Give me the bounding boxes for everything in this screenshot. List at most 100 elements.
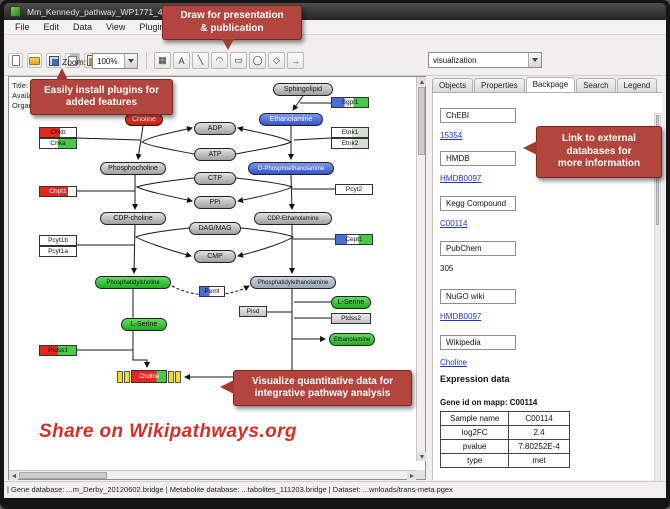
menu-edit[interactable]: Edit xyxy=(43,22,60,32)
scroll-down-button[interactable] xyxy=(417,452,426,461)
wikipedia-value-link[interactable]: Choline xyxy=(440,358,468,367)
tab-objects[interactable]: Objects xyxy=(432,78,474,92)
node-phosphatidylcholine[interactable]: Phosphatidylcholine xyxy=(95,276,171,289)
node-phosphocholine[interactable]: Phosphocholine xyxy=(100,162,166,175)
node-phosphatidylethanolamine[interactable]: Phosphatidylethanolamine xyxy=(250,276,336,289)
node-cept1[interactable]: Cept1 xyxy=(335,234,373,245)
node-pcyt1a[interactable]: Pcyt1a xyxy=(39,246,77,257)
node-choline-data[interactable]: Choline xyxy=(117,370,181,383)
node-ethanolamine-bottom[interactable]: Ethanolamine xyxy=(329,333,375,346)
callout-plugins-pointer-icon xyxy=(56,68,68,80)
gene-id-line: Gene id on mapp: C00114 xyxy=(440,398,538,407)
node-chpt1[interactable]: Chpt1 xyxy=(39,186,77,197)
canvas-vertical-scrollbar[interactable] xyxy=(416,77,426,461)
table-cell: pvalue xyxy=(439,439,510,454)
horizontal-scroll-thumb[interactable] xyxy=(19,472,107,479)
table-row: log2FC 2.4 xyxy=(439,425,570,440)
chebi-value-link[interactable]: 15354 xyxy=(440,131,463,140)
node-ethanolamine[interactable]: Ethanolamine xyxy=(259,113,323,126)
arc-tool-button[interactable]: ◠ xyxy=(211,52,228,69)
node-chkb[interactable]: Chkb xyxy=(39,127,77,138)
menu-data[interactable]: Data xyxy=(73,22,93,32)
copy-button[interactable] xyxy=(65,53,80,68)
tab-legend[interactable]: Legend xyxy=(616,78,658,92)
node-ppi[interactable]: PPi xyxy=(194,196,236,209)
vertical-scroll-thumb[interactable] xyxy=(418,87,425,155)
edge-ophos-cdpethanolamine xyxy=(288,174,295,210)
tab-properties[interactable]: Properties xyxy=(474,78,525,92)
node-pemt[interactable]: Pemt xyxy=(199,286,225,297)
zoom-value: 100% xyxy=(97,56,118,66)
canvas-horizontal-scrollbar[interactable] xyxy=(9,470,416,480)
select-tool-button[interactable]: ▦ xyxy=(154,52,171,69)
arrow-right-icon xyxy=(409,473,414,478)
pubchem-value: 305 xyxy=(440,264,454,273)
node-ptdss2[interactable]: Ptdss2 xyxy=(331,313,371,324)
tab-search[interactable]: Search xyxy=(576,78,616,92)
node-pcyt2[interactable]: Pcyt2 xyxy=(335,184,373,195)
node-atp[interactable]: ATP xyxy=(194,148,236,161)
label-tool-button[interactable]: A xyxy=(173,52,190,69)
visualization-combobox[interactable]: visualization xyxy=(428,52,542,68)
node-cdp-ethanolamine[interactable]: CDP-Ethanolamine xyxy=(254,212,332,225)
node-l-serine-right[interactable]: L-Serine xyxy=(331,296,371,309)
choline-data-label[interactable]: Choline xyxy=(131,370,167,383)
table-cell: log2FC xyxy=(439,425,510,440)
save-button[interactable] xyxy=(46,53,61,68)
node-adp[interactable]: ADP xyxy=(194,122,236,135)
tab-backpage[interactable]: Backpage xyxy=(525,77,576,92)
callout-link: Link to external databases for more info… xyxy=(536,126,662,178)
chebi-field-label: ChEBI xyxy=(440,108,516,123)
node-ptdss1[interactable]: Ptdss1 xyxy=(39,345,77,356)
open-button[interactable] xyxy=(27,53,42,68)
visualization-dropdown-button[interactable] xyxy=(528,53,541,67)
table-cell: met xyxy=(508,453,570,468)
node-pcyt1b[interactable]: Pcyt1b xyxy=(39,235,77,246)
sample-cell xyxy=(117,370,123,383)
sample-cell xyxy=(175,370,181,383)
zoom-combobox[interactable]: 100% xyxy=(92,53,138,69)
node-chka[interactable]: Chka xyxy=(39,138,77,149)
node-l-serine-left[interactable]: L-Serine xyxy=(121,318,167,331)
shape-tool-button[interactable]: ◇ xyxy=(268,52,285,69)
hmdb-value-link[interactable]: HMDB0097 xyxy=(440,174,482,183)
rectangle-tool-button[interactable]: ▭ xyxy=(230,52,247,69)
table-cell: Sample name xyxy=(439,411,510,426)
node-cmp[interactable]: CMP xyxy=(194,250,236,263)
callout-visualize: Visualize quantitative data for integrat… xyxy=(233,370,412,406)
node-o-phosphoethanolamine[interactable]: O-Phosphoethanolamine xyxy=(248,162,334,175)
pathway-canvas[interactable]: Title: Availability: Organism: Sphingoli… xyxy=(8,76,426,480)
node-ctp[interactable]: CTP xyxy=(194,172,236,185)
zoom-dropdown-button[interactable] xyxy=(124,54,137,68)
pathway-draw-area[interactable]: Title: Availability: Organism: Sphingoli… xyxy=(9,77,416,470)
menu-file[interactable]: File xyxy=(15,22,30,32)
node-etnk1[interactable]: Etnk1 xyxy=(331,127,369,138)
kegg-value-link[interactable]: C00114 xyxy=(440,219,468,228)
edge-atp-adp-left-arc xyxy=(141,126,195,155)
node-pisd[interactable]: Pisd xyxy=(239,306,267,317)
table-cell: 2.4 xyxy=(508,425,570,440)
scroll-up-button[interactable] xyxy=(417,77,426,86)
title-bar[interactable]: Mm_Kennedy_pathway_WP1771_45176.gpml xyxy=(4,3,666,20)
scroll-left-button[interactable] xyxy=(9,471,18,480)
node-dag-mag[interactable]: DAG/MAG xyxy=(189,222,241,235)
app-icon xyxy=(10,6,21,17)
callout-visualize-pointer-icon xyxy=(220,380,234,394)
scroll-right-button[interactable] xyxy=(407,471,416,480)
edge-ctp-ppi-left-arc xyxy=(135,177,195,203)
scrollbar-corner xyxy=(416,470,425,479)
interaction-tool-button[interactable]: → xyxy=(287,52,304,69)
wikipedia-field-label: Wikipedia xyxy=(440,335,516,350)
node-sphingolipid[interactable]: Sphingolipid xyxy=(273,83,333,96)
zoom-label: Zoom: xyxy=(62,57,87,67)
oval-tool-button[interactable]: ◯ xyxy=(249,52,266,69)
menu-view[interactable]: View xyxy=(106,22,126,32)
nugo-value-link[interactable]: HMDB0097 xyxy=(440,312,482,321)
edge-ctp-ppi-right-arc xyxy=(235,177,294,203)
new-pathway-button[interactable] xyxy=(8,53,23,68)
node-etnk2[interactable]: Etnk2 xyxy=(331,138,369,149)
menu-plugins[interactable]: Plugins xyxy=(139,22,169,32)
node-cdp-choline[interactable]: CDP-choline xyxy=(100,212,166,225)
node-sgpl1[interactable]: Sgpl1 xyxy=(331,97,369,108)
line-tool-button[interactable]: ╲ xyxy=(192,52,209,69)
